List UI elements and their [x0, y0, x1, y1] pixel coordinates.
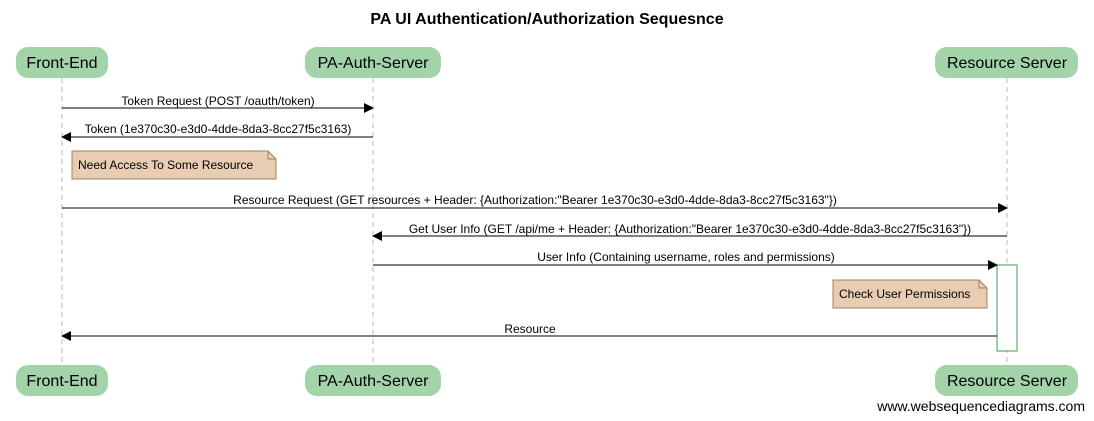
- message-get-user-info: Get User Info (GET /api/me + Header: {Au…: [372, 222, 1007, 241]
- watermark-link[interactable]: www.websequencediagrams.com: [876, 398, 1085, 414]
- message-label: Resource: [504, 322, 556, 336]
- participant-resource-top: Resource Server: [935, 47, 1078, 78]
- message-token-request: Token Request (POST /oauth/token): [62, 94, 374, 113]
- participant-label: Front-End: [26, 55, 97, 72]
- message-label: Get User Info (GET /api/me + Header: {Au…: [409, 222, 971, 236]
- message-label: Token (1e370c30-e3d0-4dde-8da3-8cc27f5c3…: [85, 122, 352, 136]
- participant-authserver-bottom: PA-Auth-Server: [305, 365, 441, 396]
- diagram-title: PA UI Authentication/Authorization Seque…: [370, 11, 723, 28]
- message-resource-request: Resource Request (GET resources + Header…: [62, 193, 1008, 213]
- participant-label: PA-Auth-Server: [318, 55, 430, 72]
- message-resource: Resource: [61, 322, 997, 341]
- note-label: Check User Permissions: [839, 287, 970, 301]
- note-label: Need Access To Some Resource: [78, 158, 254, 172]
- participant-label: Front-End: [26, 373, 97, 390]
- note-check-permissions: Check User Permissions: [832, 279, 988, 309]
- message-token-response: Token (1e370c30-e3d0-4dde-8da3-8cc27f5c3…: [61, 122, 373, 142]
- note-need-access: Need Access To Some Resource: [71, 150, 277, 180]
- message-label: Token Request (POST /oauth/token): [121, 94, 314, 108]
- participant-label: Resource Server: [947, 373, 1068, 390]
- participant-authserver-top: PA-Auth-Server: [305, 47, 441, 78]
- message-label: User Info (Containing username, roles an…: [537, 250, 834, 264]
- message-label: Resource Request (GET resources + Header…: [233, 193, 837, 207]
- participant-label: Resource Server: [947, 55, 1068, 72]
- participant-label: PA-Auth-Server: [318, 373, 430, 390]
- participant-resource-bottom: Resource Server: [935, 365, 1078, 396]
- participant-frontend-bottom: Front-End: [16, 365, 108, 396]
- message-user-info: User Info (Containing username, roles an…: [373, 250, 998, 270]
- participant-frontend-top: Front-End: [16, 47, 108, 78]
- activation-resource: [996, 264, 1018, 352]
